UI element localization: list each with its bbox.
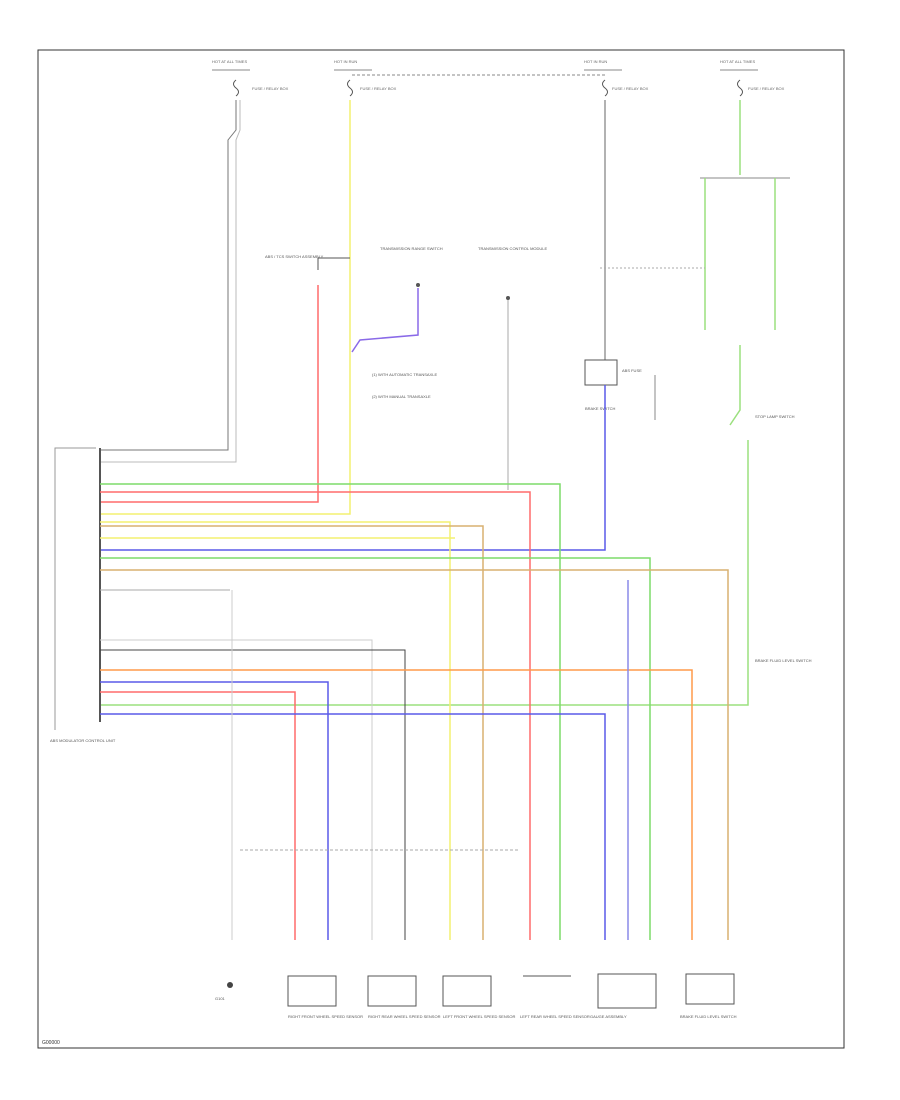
fuse-label-2: FUSE / RELAY BOX [360,86,397,91]
wire-red-1 [100,491,531,940]
power-source-1: HOT AT ALL TIMES [212,59,250,71]
component-label: RIGHT FRONT WHEEL SPEED SENSOR [288,1014,363,1019]
power-source-3: HOT IN RUN [584,59,622,71]
trans-range-switch: TRANSMISSION RANGE SWITCH [351,246,443,353]
fuse-4 [737,79,743,97]
wire-orange [100,669,693,940]
tcm: TRANSMISSION CONTROL MODULE [478,246,548,490]
wire-source1-a [100,100,237,451]
source-label: HOT IN RUN [584,59,607,64]
wire-yellow-1 [100,521,451,940]
component-label: ABS FUSE [622,368,642,373]
brake-fluid-level-switch: BRAKE FLUID LEVEL SWITCH [680,973,737,1019]
wire-gray-2 [100,639,373,940]
component-label: ABS / TCS SWITCH ASSEMBLY [265,254,324,259]
component-label: STOP LAMP SWITCH [755,414,795,419]
component-label: BRAKE FLUID LEVEL SWITCH [755,658,812,663]
fuse-label-4: FUSE / RELAY BOX [748,86,785,91]
wire-source2 [100,100,351,515]
wire-tan-2 [100,569,729,940]
wire-red-abs [100,285,319,503]
figure-code: G00000 [42,1040,60,1046]
wire-green-2 [100,557,651,940]
note-2: (2) WITH MANUAL TRANSAXLE [372,394,431,399]
component-label: LEFT FRONT WHEEL SPEED SENSOR [443,1014,515,1019]
gauge-assembly: GAUGE ASSEMBLY [590,973,657,1019]
wire-source1-b [100,100,241,463]
brake-fluid-switch-mid: BRAKE FLUID LEVEL SWITCH [755,658,812,663]
component-label: TRANSMISSION CONTROL MODULE [478,246,548,251]
rf-wheel-sensor: RIGHT FRONT WHEEL SPEED SENSOR [287,975,363,1019]
lf-wheel-sensor: LEFT FRONT WHEEL SPEED SENSOR [442,975,515,1019]
source-label: HOT IN RUN [334,59,357,64]
abs-tcs-switch: ABS / TCS SWITCH ASSEMBLY [265,254,350,270]
component-label: BRAKE SWITCH [585,406,616,411]
fuse-label-1: FUSE / RELAY BOX [252,86,289,91]
component-label: RIGHT REAR WHEEL SPEED SENSOR [368,1014,441,1019]
module-bracket [54,447,96,730]
wire-black-1 [100,649,406,940]
power-source-2: HOT IN RUN [334,59,372,71]
component-label: GAUGE ASSEMBLY [590,1014,627,1019]
wire-blue-1 [100,681,329,940]
fuse-1 [233,79,239,97]
stop-lamp-switch: STOP LAMP SWITCH [729,345,795,426]
power-source-4: HOT AT ALL TIMES [720,59,758,71]
source-label: HOT AT ALL TIMES [720,59,755,64]
note-1: (1) WITH AUTOMATIC TRANSAXLE [372,372,437,377]
module-label: ABS MODULATOR CONTROL UNIT [50,738,116,743]
wire-blue-2 [100,713,606,940]
wire-green-1 [100,483,561,940]
component-label: BRAKE FLUID LEVEL SWITCH [680,1014,737,1019]
fuse-label-3: FUSE / RELAY BOX [612,86,649,91]
ground-point: G101 [215,982,233,1001]
component-label: TRANSMISSION RANGE SWITCH [380,246,443,251]
fuse-3 [602,79,608,97]
wire-red-2 [100,691,296,940]
lr-wheel-sensor: LEFT REAR WHEEL SPEED SENSOR [520,975,590,1019]
component-label: LEFT REAR WHEEL SPEED SENSOR [520,1014,590,1019]
fuse-2 [347,79,353,97]
wire-tan-1 [100,525,484,940]
rr-wheel-sensor: RIGHT REAR WHEEL SPEED SENSOR [367,975,441,1019]
source-label: HOT AT ALL TIMES [212,59,247,64]
wire-abs-fuse [100,385,606,551]
diagram-frame [37,49,845,1049]
abs-fuse-box: ABS FUSE BRAKE SWITCH [584,359,656,420]
component-label: G101 [215,996,226,1001]
wire-stoplamp [100,440,749,706]
